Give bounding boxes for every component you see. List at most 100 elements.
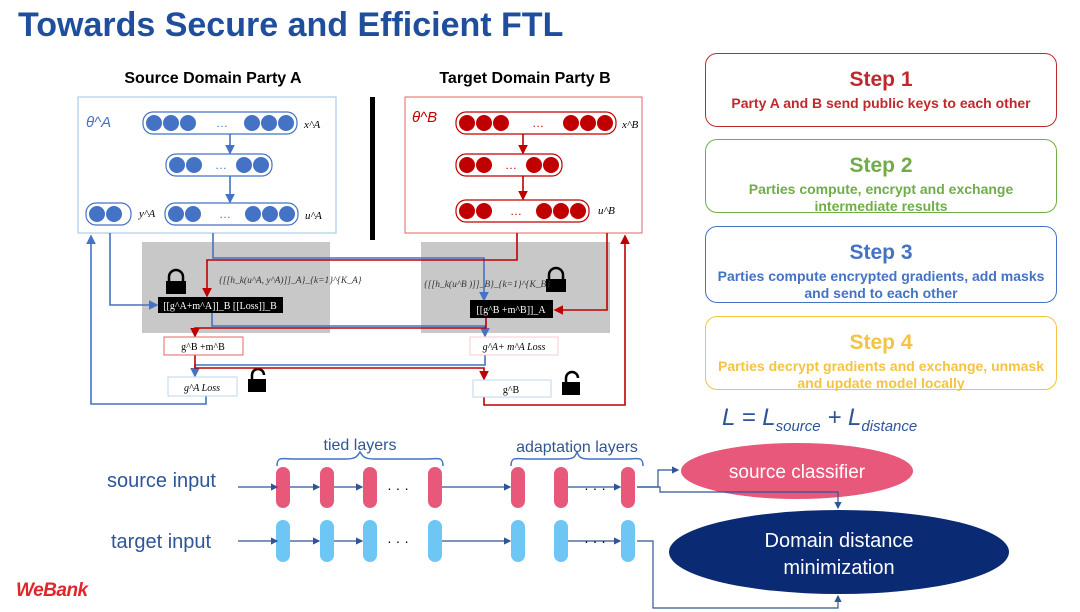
source-ellipsis: · · · — [584, 480, 606, 496]
party-a-masked-gradient-box — [158, 297, 283, 313]
neuron — [459, 203, 475, 219]
party-a-received: g^B +m^B — [181, 342, 225, 353]
neuron — [536, 203, 552, 219]
svg-text:…: … — [216, 116, 228, 130]
source-layer-unit — [621, 467, 635, 508]
source-classifier-label: source classifier — [729, 462, 866, 483]
step-title: Step 4 — [849, 331, 913, 354]
party-a-output-layer: … — [164, 202, 299, 226]
party-b-final: g^B — [503, 385, 520, 396]
neuron — [570, 203, 586, 219]
source-layer-unit — [511, 467, 525, 508]
neuron — [169, 157, 185, 173]
party-b-hidden-layer: … — [455, 153, 563, 177]
party-a-hidden-layer: … — [165, 153, 273, 177]
party-b-masked-gradient: [[g^B +m^B]]_A — [476, 305, 546, 316]
step-4-box: Step 4 Parties decrypt gradients and exch… — [705, 316, 1057, 391]
neuron — [476, 157, 492, 173]
neuron — [146, 115, 162, 131]
lock-icon — [546, 266, 566, 292]
slide-title: Towards Secure and Efficient FTL — [18, 6, 564, 44]
step-description: Parties decrypt gradients and exchange, … — [717, 358, 1044, 391]
step-description: Parties compute encrypted gradients, add… — [717, 268, 1045, 301]
neuron — [253, 157, 269, 173]
party-b-received: g^A+ m^A Loss — [483, 342, 546, 353]
neuron — [279, 206, 295, 222]
neuron — [563, 115, 579, 131]
party-b-received-box — [469, 336, 559, 356]
party-a-model-box — [77, 96, 337, 234]
domain-distance-label-2: minimization — [783, 557, 894, 579]
formula-source: source — [775, 417, 821, 435]
neuron — [597, 115, 613, 131]
neuron — [245, 206, 261, 222]
neuron — [476, 115, 492, 131]
svg-text:…: … — [215, 158, 227, 172]
unlock-icon — [248, 367, 266, 392]
source-layer-unit — [276, 467, 290, 508]
neuron — [526, 157, 542, 173]
neuron — [106, 206, 122, 222]
u-b-label: u^B — [598, 205, 615, 217]
party-b-heading: Target Domain Party B — [439, 70, 611, 87]
source-layer-unit — [428, 467, 442, 508]
step-1-box: Step 1 Party A and B send public keys to … — [705, 53, 1057, 127]
neuron — [493, 115, 509, 131]
svg-text:…: … — [505, 158, 517, 172]
neuron — [278, 115, 294, 131]
target-layer-unit — [428, 520, 442, 562]
neuron — [244, 115, 260, 131]
party-a-heading: Source Domain Party A — [124, 70, 302, 87]
step-description: Party A and B send public keys to each o… — [731, 95, 1031, 111]
target-ellipsis: · · · — [584, 533, 606, 549]
source-classifier-ellipse — [681, 443, 913, 499]
u-a-label: u^A — [305, 210, 322, 222]
formula-plus: + L — [820, 404, 862, 431]
source-layer-unit — [554, 467, 568, 508]
tied-layers-brace — [276, 450, 444, 467]
tied-layers-label: tied layers — [324, 437, 397, 454]
neuron — [543, 157, 559, 173]
step-title: Step 3 — [849, 241, 913, 264]
neuron — [236, 157, 252, 173]
target-input-label: target input — [111, 531, 212, 553]
neuron — [180, 115, 196, 131]
theta-b: θ^B — [412, 109, 437, 126]
webank-logo: WeBank — [16, 580, 88, 601]
neuron — [261, 115, 277, 131]
source-ellipsis: · · · — [387, 480, 409, 496]
party-b-encrypted-message: {[[h_k(u^B )]]_B}_{k=1}^{K_B} — [424, 279, 550, 290]
svg-text:…: … — [219, 207, 231, 221]
neuron — [553, 203, 569, 219]
target-layer-unit — [554, 520, 568, 562]
step-title: Step 1 — [849, 68, 913, 91]
party-b-input-layer: … — [455, 111, 617, 135]
target-layer-unit — [276, 520, 290, 562]
source-layer-unit — [363, 467, 377, 508]
party-a-label-layer — [85, 202, 132, 226]
x-b-label: x^B — [621, 119, 639, 131]
lock-icon — [166, 268, 186, 294]
formula-l: L = L — [722, 404, 776, 431]
step-3-box: Step 3 Parties compute encrypted gradient… — [705, 226, 1057, 303]
neuron — [459, 157, 475, 173]
neuron — [163, 115, 179, 131]
neuron — [459, 115, 475, 131]
formula-distance: distance — [861, 417, 918, 435]
svg-text:…: … — [510, 204, 522, 218]
target-layer-unit — [511, 520, 525, 562]
theta-a: θ^A — [86, 114, 111, 131]
svg-text:…: … — [532, 116, 544, 130]
party-b-masked-gradient-box — [470, 300, 553, 318]
y-a-label: y^A — [138, 208, 156, 220]
domain-distance-ellipse — [669, 510, 1009, 594]
step-title: Step 2 — [849, 154, 913, 177]
unlock-icon — [562, 370, 580, 395]
party-a-masked-gradient: [[g^A+m^A]]_B [[Loss]]_B — [163, 301, 277, 312]
party-a-encrypted-message: {[[h_k(u^A, y^A)]]_A}_{k=1}^{K_A} — [219, 275, 362, 286]
neuron — [186, 157, 202, 173]
neuron — [168, 206, 184, 222]
target-layer-unit — [320, 520, 334, 562]
target-layer-unit — [363, 520, 377, 562]
